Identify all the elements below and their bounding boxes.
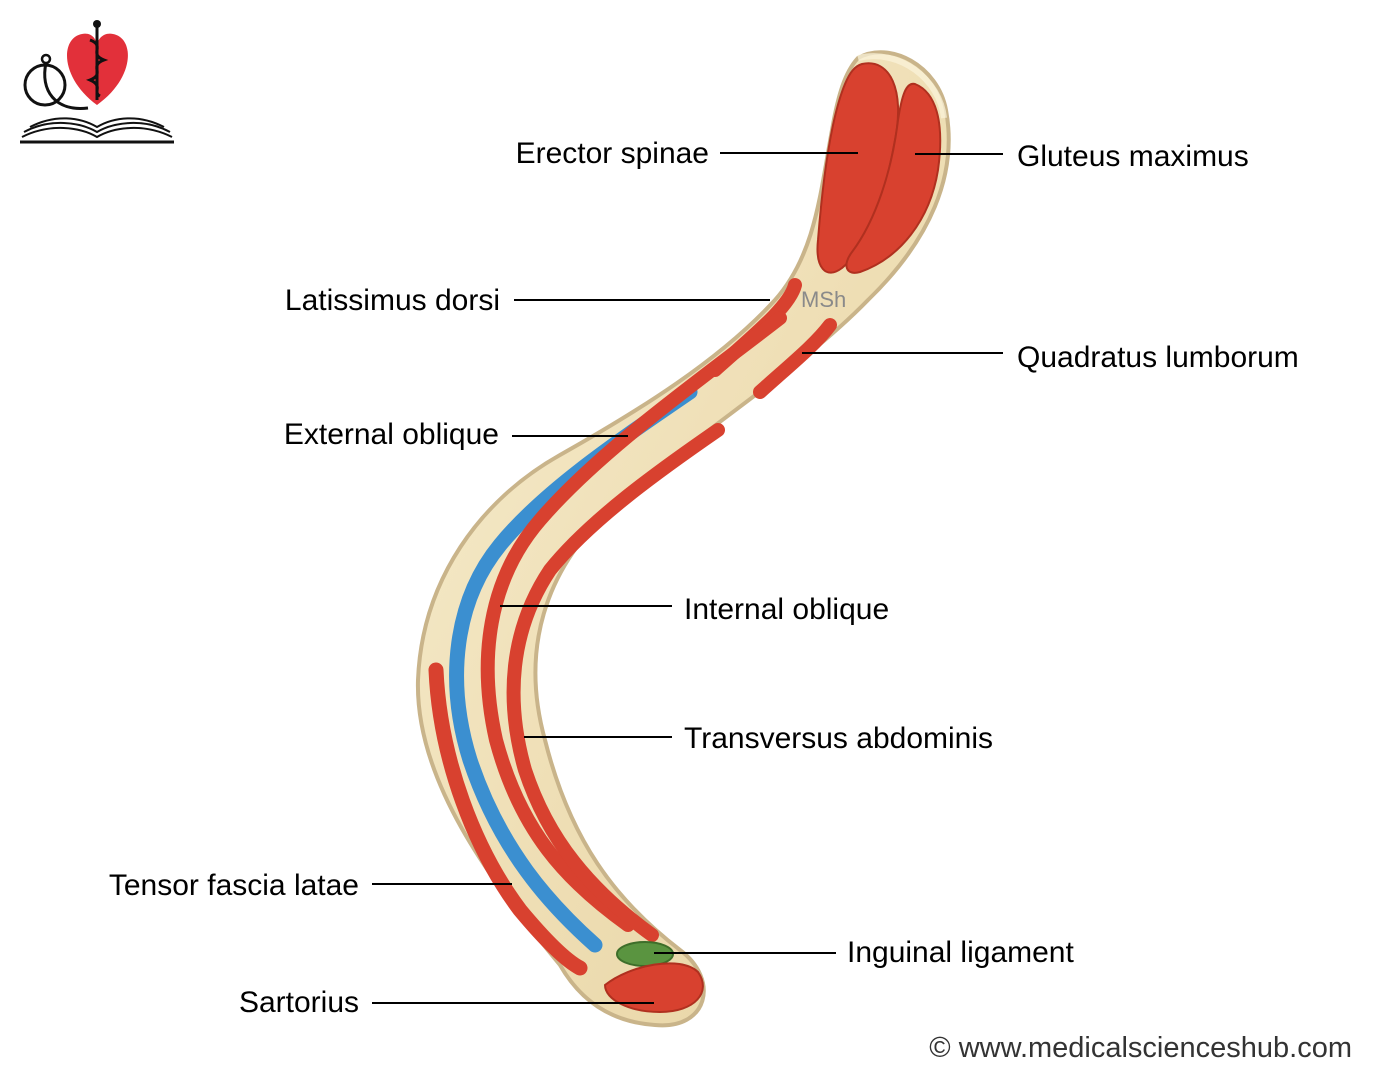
label-tensor-fascia-latae: Tensor fascia latae xyxy=(109,869,359,902)
logo xyxy=(20,20,174,144)
label-gluteus-maximus: Gluteus maximus xyxy=(1017,140,1249,173)
label-external-oblique: External oblique xyxy=(284,418,499,451)
sartorius-attachment xyxy=(603,962,704,1014)
transversus-abdominis-attachment xyxy=(506,423,725,942)
watermark-text: MSh xyxy=(801,287,846,312)
iliac-crest-bone xyxy=(415,50,951,1028)
label-erector-spinae: Erector spinae xyxy=(516,137,709,170)
label-latissimus-dorsi: Latissimus dorsi xyxy=(285,284,500,317)
heart-stethoscope-book-logo-icon xyxy=(20,20,174,144)
label-quadratus-lumborum: Quadratus lumborum xyxy=(1017,341,1299,374)
label-transversus-abdominis: Transversus abdominis xyxy=(684,722,993,755)
label-sartorius: Sartorius xyxy=(239,986,359,1019)
tensor-fascia-latae-attachment xyxy=(428,662,588,976)
quadratus-lumborum-attachment xyxy=(753,318,837,399)
copyright-text: © www.medicalscienceshub.com xyxy=(929,1032,1352,1064)
gluteus-maximus-attachment xyxy=(845,82,942,274)
label-internal-oblique: Internal oblique xyxy=(684,593,889,626)
label-inguinal-ligament: Inguinal ligament xyxy=(847,936,1074,969)
internal-oblique-attachment xyxy=(480,311,787,932)
